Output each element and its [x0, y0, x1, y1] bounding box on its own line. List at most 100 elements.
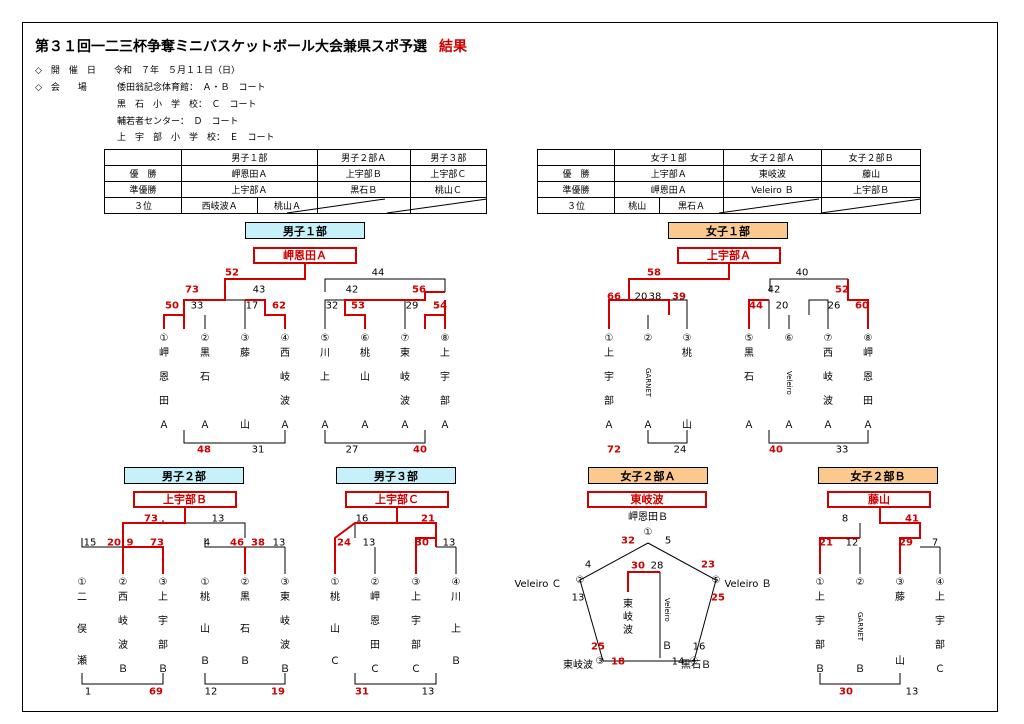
- team-name-char: 部: [440, 396, 450, 407]
- team-name-char: Ａ: [823, 420, 833, 431]
- team-number: ③: [240, 333, 250, 344]
- page-frame: [22, 22, 998, 712]
- b1-score: 29: [405, 300, 419, 312]
- g2a-score: 32: [621, 535, 635, 547]
- g2a-team-number: ①: [643, 527, 653, 538]
- b3-score: 13: [442, 537, 456, 549]
- team-name-char: 東: [400, 348, 410, 359]
- team-name-char: 桃: [330, 592, 340, 603]
- g2b-score: 12: [845, 537, 859, 549]
- team-name-char: 西: [823, 348, 833, 359]
- g2a-score: 4: [584, 559, 592, 571]
- team-name-char: [196, 395, 214, 419]
- venue-2: 黒 石 小 学 校： Ｃ コート: [117, 100, 257, 110]
- b1-score: 33: [190, 300, 204, 312]
- team-number: ①: [815, 577, 825, 588]
- team-name-char: 岬: [159, 348, 169, 359]
- b2-score: 13: [272, 537, 286, 549]
- b2-score: 73: [150, 537, 164, 549]
- boys-div1-header: 男子１部: [245, 222, 365, 239]
- team-name-char: [316, 395, 334, 419]
- team-name-char: Ｃ: [370, 664, 380, 675]
- g2b-score: 7: [931, 537, 939, 549]
- team-name-char: 黒: [744, 348, 754, 359]
- g2a-team-3: 黒石Ｂ: [681, 660, 711, 671]
- team-name-char: 宇: [411, 616, 421, 627]
- team-name-char: Ｂ: [280, 664, 290, 675]
- team-number: ②: [118, 577, 128, 588]
- g2a-team-number: ③: [595, 656, 605, 667]
- team-name-char: 田: [159, 396, 169, 407]
- g1-score: 26: [827, 300, 841, 312]
- girls-div2a-winner: 東岐波: [587, 491, 707, 508]
- team-name-char: 上: [451, 624, 461, 635]
- b2-score: 69: [149, 686, 163, 698]
- g2a-score: 30: [631, 560, 645, 572]
- team-name-char: Ｂ: [815, 664, 825, 675]
- team-name-char: 東: [280, 592, 290, 603]
- team-name-char: 部: [815, 640, 825, 651]
- team-number: ③: [280, 577, 290, 588]
- g2a-team-2: Veleiro Ｂ: [724, 579, 772, 590]
- girls-div1-header: 女子１部: [668, 222, 788, 239]
- team-name-char: 岐: [280, 372, 290, 383]
- g2a-score: 25: [591, 641, 605, 653]
- b2-score: 1: [84, 686, 92, 698]
- boys-div3-header: 男子３部: [336, 467, 456, 484]
- team-number: ②: [370, 577, 380, 588]
- team-name-char: Ｂ: [855, 664, 865, 675]
- team-name-char: 岐: [118, 616, 128, 627]
- team-name-char: 部: [158, 640, 168, 651]
- g2b-score: 41: [905, 513, 919, 525]
- g1-score: 39: [672, 291, 686, 303]
- boys-div3-winner: 上宇部Ｃ: [345, 491, 449, 508]
- date-row: ◇ 開 催 日 令和 ７年 ５月１１日（日）: [35, 66, 240, 76]
- team-number: ⑥: [360, 333, 370, 344]
- team-number: ⑦: [823, 333, 833, 344]
- g2a-score: 13: [571, 592, 585, 604]
- g2a-score: 23: [701, 559, 715, 571]
- team-name-char: 恩: [863, 372, 873, 383]
- team-name-char: 波: [280, 396, 290, 407]
- g1-score: 58: [647, 267, 661, 279]
- team-name-char: Ｂ: [158, 664, 168, 675]
- team-name-char: 宇: [158, 616, 168, 627]
- b2-score: 20: [107, 537, 121, 549]
- team-name-char: GARNET: [856, 612, 864, 642]
- b1-score: 53: [351, 300, 365, 312]
- b1-score: 52: [225, 267, 239, 279]
- b1-score: 54: [433, 300, 447, 312]
- b2-score: 4: [203, 537, 211, 549]
- team-number: ⑤: [320, 333, 330, 344]
- team-name-char: 宇: [815, 616, 825, 627]
- team-number: ①: [330, 577, 340, 588]
- team-name-char: 宇: [935, 616, 945, 627]
- g2a-score: 28: [650, 560, 664, 572]
- team-number: ⑤: [744, 333, 754, 344]
- team-name-char: 上: [411, 592, 421, 603]
- g2a-score: 25: [711, 592, 725, 604]
- team-name-char: 川: [451, 592, 461, 603]
- team-name-char: Ｂ: [200, 656, 210, 667]
- team-name-char: 石: [240, 624, 250, 635]
- g2b-score: 13: [905, 686, 919, 698]
- g2a-team-4: 東岐波: [563, 660, 593, 671]
- team-number: ⑥: [784, 333, 794, 344]
- team-name-char: 上: [320, 372, 330, 383]
- team-name-char: [236, 371, 254, 395]
- b1-score: 48: [197, 444, 211, 456]
- g2a-team-number: ⑤: [711, 575, 721, 586]
